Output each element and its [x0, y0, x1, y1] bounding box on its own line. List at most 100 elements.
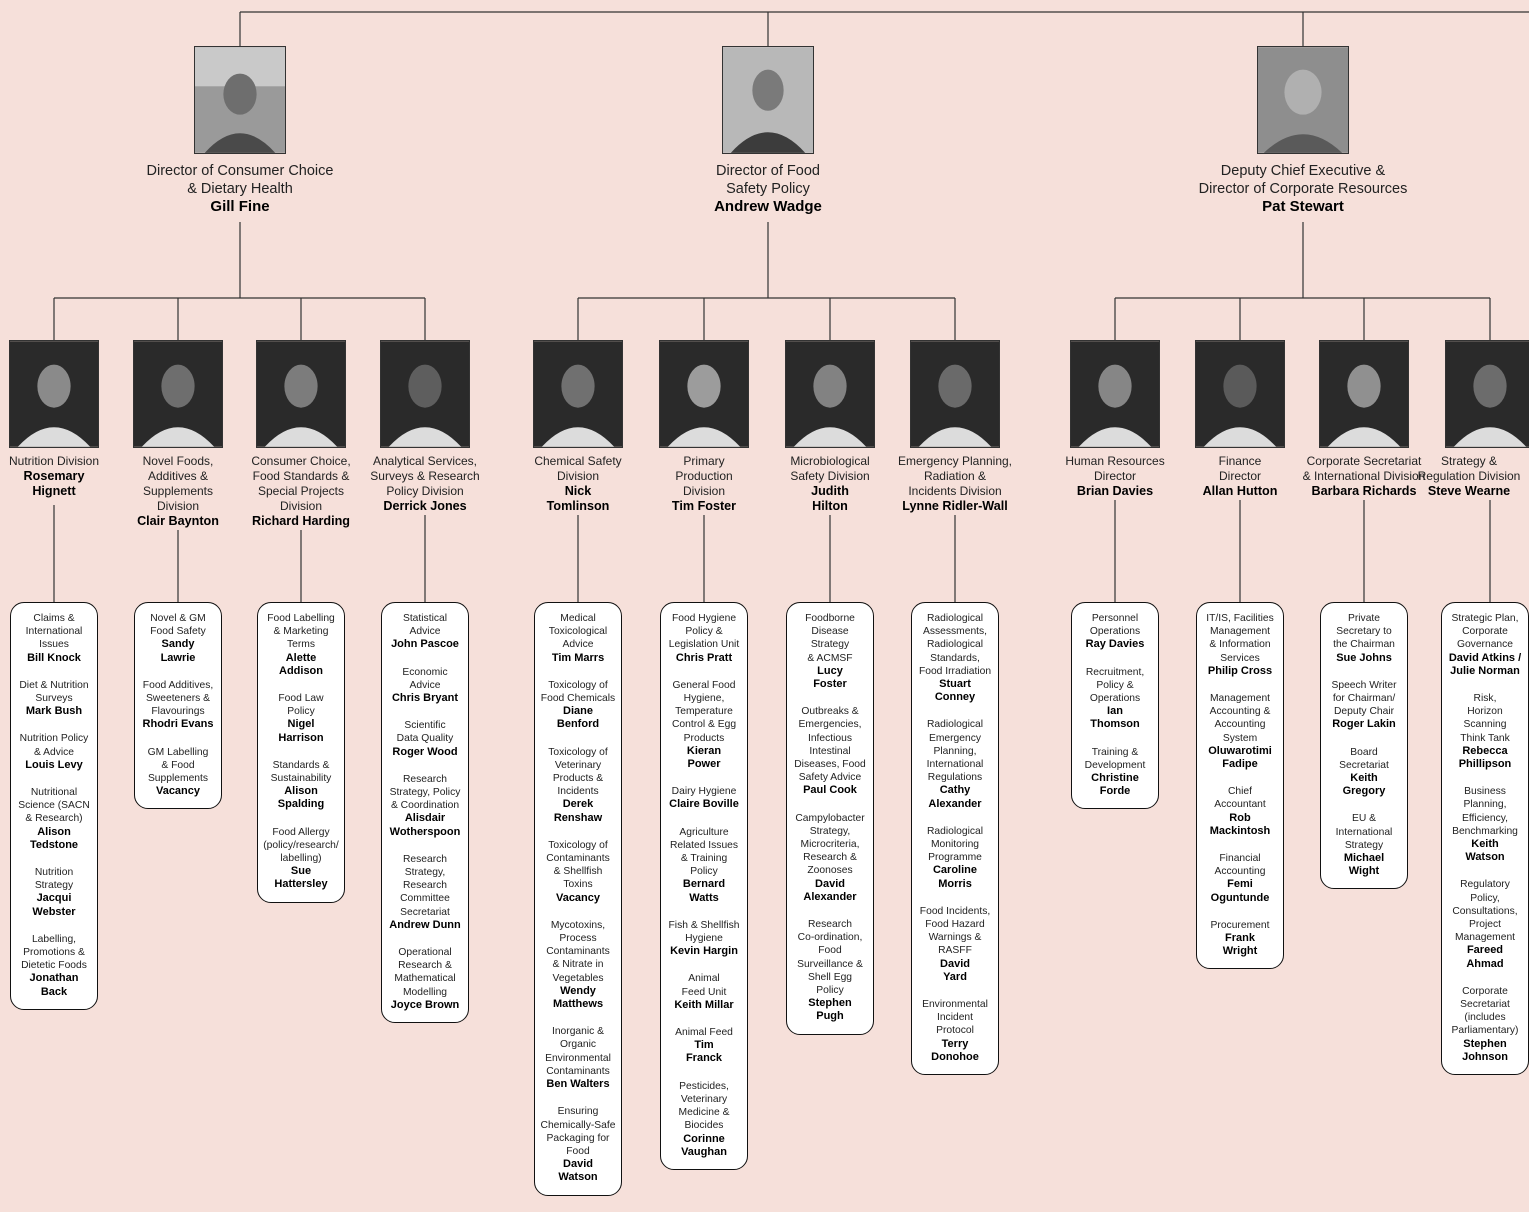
division-role: Finance Director [1218, 454, 1262, 483]
team-lead-name: Alison Tedstone [29, 825, 79, 851]
division-role: Microbiological Safety Division [790, 454, 870, 483]
team-lead-name: Vacancy [555, 891, 601, 904]
team-lead-name: David Yard [940, 957, 970, 983]
team-lead-name: Alisdair Wotherspoon [389, 812, 461, 838]
team-role: Food Labelling & Marketing Terms [267, 613, 335, 651]
team-role: Outbreaks & Emergencies, Infectious Inte… [794, 706, 866, 784]
division-title: Emergency Planning, Radiation & Incident… [890, 454, 1020, 514]
division-head-name: Steve Wearne [1427, 484, 1511, 498]
team-role: Speech Writer for Chairman/ Deputy Chair [1331, 679, 1397, 718]
division-head-photo [256, 340, 346, 448]
team-item: Food Incidents, Food Hazard Warnings & R… [913, 905, 997, 984]
team-role: Dairy Hygiene [671, 786, 737, 798]
team-lead-name: Corinne Vaughan [681, 1132, 727, 1158]
team-lead-name: Rob Mackintosh [1209, 811, 1271, 837]
division-head-photo [910, 340, 1000, 448]
team-lead-name: David Watson [558, 1158, 598, 1184]
team-role: Chief Accountant [1214, 786, 1266, 811]
team-item: Corporate Secretariat (includes Parliame… [1443, 985, 1527, 1064]
team-lead-name: Ben Walters [546, 1078, 610, 1091]
team-lead-name: Frank Wright [1222, 932, 1258, 958]
director-photo-andrew-wadge [722, 46, 814, 154]
division-role: Primary Production Division [675, 454, 733, 498]
team-role: Procurement [1210, 919, 1270, 931]
team-role: Personnel Operations [1089, 613, 1141, 638]
team-lead-name: Chris Bryant [391, 692, 459, 705]
division-head-name: Barbara Richards [1311, 484, 1417, 498]
team-lead-name: Nigel Harrison [278, 718, 324, 744]
team-role: Toxicology of Veterinary Products & Inci… [548, 746, 608, 798]
director-photo-pat-stewart [1257, 46, 1349, 154]
team-lead-name: Sue Hattersley [274, 865, 328, 891]
team-lead-name: Femi Oguntunde [1210, 878, 1270, 904]
team-item: Campylobacter Strategy, Microcriteria, R… [788, 812, 872, 904]
team-lead-name: Fareed Ahmad [1466, 944, 1504, 970]
director-name: Gill Fine [210, 198, 270, 215]
team-lead-name: Jonathan Back [29, 972, 79, 998]
team-role: GM Labelling & Food Supplements [147, 746, 209, 785]
division-role: Consumer Choice, Food Standards & Specia… [251, 454, 351, 513]
team-role: Business Planning, Efficiency, Benchmark… [1452, 786, 1518, 837]
director-name: Pat Stewart [1262, 198, 1344, 215]
division-head-name: Lynne Ridler-Wall [902, 499, 1008, 513]
team-lead-name: Roger Wood [392, 745, 458, 758]
team-role: Private Secretary to the Chairman [1333, 613, 1395, 651]
team-role: Medical Toxicological Advice [548, 613, 608, 651]
director-role: Deputy Chief Executive & Director of Cor… [1198, 163, 1408, 197]
director-role: Director of Consumer Choice & Dietary He… [146, 163, 334, 197]
team-role: Recruitment, Policy & Operations [1085, 666, 1145, 705]
team-lead-name: Ray Davies [1085, 638, 1145, 651]
team-lead-name: Chris Pratt [675, 651, 733, 664]
director-photo-gill-fine [194, 46, 286, 154]
team-item: Ensuring Chemically-Safe Packaging for F… [536, 1105, 620, 1184]
team-lead-name: Mark Bush [25, 705, 83, 718]
team-lead-name: Andrew Dunn [389, 918, 461, 931]
team-role: Statistical Advice [402, 613, 448, 638]
division-head-name: Clair Baynton [137, 514, 219, 528]
team-lead-name: Kevin Hargin [670, 945, 738, 958]
team-role: Corporate Secretariat (includes Parliame… [1451, 985, 1519, 1037]
team-role: Pesticides, Veterinary Medicine & Biocid… [678, 1080, 730, 1132]
team-lead-name: Sue Johns [1336, 651, 1392, 664]
team-role: Fish & Shellfish Hygiene [668, 919, 740, 945]
division-head-photo [1195, 340, 1285, 448]
division-head-name: Richard Harding [252, 514, 350, 528]
team-item: Nutritional Science (SACN & Research)Ali… [12, 786, 96, 852]
division-role: Chemical Safety Division [534, 454, 622, 483]
team-lead-name: Bill Knock [27, 651, 81, 664]
team-item: Food Allergy (policy/research/ labelling… [259, 826, 343, 892]
team-lead-name: Keith Gregory [1342, 772, 1386, 798]
team-role: Toxicology of Food Chemicals [540, 679, 616, 705]
team-role: Board Secretariat [1339, 746, 1389, 771]
team-role: Food Incidents, Food Hazard Warnings & R… [919, 905, 991, 957]
team-item: IT/IS, Facilities Management & Informati… [1198, 612, 1282, 678]
team-role: Environmental Incident Protocol [922, 999, 988, 1037]
division-head-photo [533, 340, 623, 448]
team-lead-name: Jacqui Webster [32, 892, 76, 918]
team-role: Food Additives, Sweeteners & Flavourings [142, 679, 214, 718]
team-lead-name: Caroline Morris [932, 864, 977, 890]
division-role: Human Resources Director [1065, 454, 1165, 483]
team-item: Food Additives, Sweeteners & Flavourings… [136, 679, 220, 732]
team-role: Diet & Nutrition Surveys [19, 679, 89, 705]
team-role: Risk, Horizon Scanning Think Tank [1460, 693, 1510, 744]
